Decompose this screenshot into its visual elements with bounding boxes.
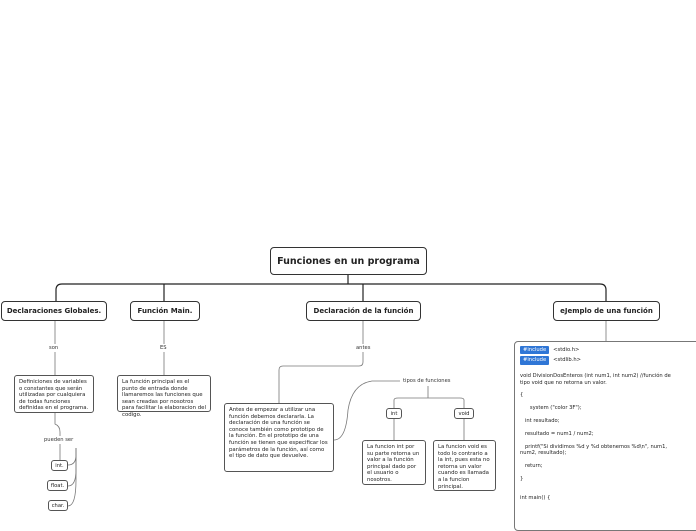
code-line: void DivisionDosEnteros (int num1, int n… bbox=[520, 373, 671, 380]
code-lines: void DivisionDosEnteros (int num1, int n… bbox=[520, 367, 696, 502]
node-title: eJemplo de una función bbox=[560, 307, 653, 315]
int-node[interactable]: int bbox=[386, 408, 402, 419]
main-description[interactable]: La función principal es el punto de entr… bbox=[117, 375, 211, 418]
link-label-pueden-ser: pueden ser bbox=[44, 437, 74, 443]
link-label-antes: antes bbox=[356, 345, 371, 351]
connector-lines bbox=[54, 275, 607, 507]
declaracion-description[interactable]: Antes de empezar a utilizar una función … bbox=[224, 403, 334, 472]
type-int-node[interactable]: int. bbox=[51, 460, 68, 471]
code-line: return; bbox=[520, 462, 543, 469]
code-line: resultado = num1 / num2; bbox=[520, 430, 594, 437]
node-title: Declaraciones Globales. bbox=[6, 307, 102, 315]
code-line: int main() { bbox=[520, 494, 551, 501]
code-line: int resultado; bbox=[520, 418, 560, 425]
type-char-node[interactable]: char. bbox=[48, 500, 68, 511]
code-line: { bbox=[520, 392, 524, 399]
link-label-es: ES bbox=[160, 345, 167, 351]
node-ejemplo-funcion[interactable]: eJemplo de una función bbox=[553, 301, 660, 321]
int-label: int bbox=[390, 410, 398, 417]
type-label: char. bbox=[51, 502, 65, 509]
node-title: Declaración de la función bbox=[313, 307, 414, 315]
node-title: Función Main. bbox=[137, 307, 193, 315]
root-title: Funciones en un programa bbox=[277, 255, 420, 267]
root-node[interactable]: Funciones en un programa bbox=[270, 247, 427, 275]
include-tag: #include bbox=[520, 346, 550, 355]
void-node[interactable]: void bbox=[454, 408, 474, 419]
type-float-node[interactable]: float. bbox=[47, 480, 68, 491]
void-description[interactable]: La funcion void es todo lo contrario a l… bbox=[433, 440, 496, 491]
code-line: printf("Si dividimos %d y %d obtenemos %… bbox=[520, 443, 668, 450]
node-declaraciones-globales[interactable]: Declaraciones Globales. bbox=[1, 301, 107, 321]
code-line: tipo void que no retorna un valor. bbox=[520, 379, 607, 386]
code-line: num2, resultado); bbox=[520, 450, 567, 457]
type-label: float. bbox=[50, 482, 65, 489]
node-funcion-main[interactable]: Función Main. bbox=[130, 301, 200, 321]
node-declaracion-funcion[interactable]: Declaración de la función bbox=[306, 301, 421, 321]
include-tag: #include bbox=[520, 356, 550, 365]
link-label-tipos-de-funciones: tipos de funciones bbox=[403, 378, 451, 384]
link-label-son: son bbox=[49, 345, 59, 351]
code-example[interactable]: #include <stdio.h> #include <stdlib.h> v… bbox=[514, 341, 696, 531]
type-label: int. bbox=[55, 462, 64, 469]
include-line: #include <stdio.h> bbox=[520, 346, 696, 355]
void-label: void bbox=[458, 410, 470, 417]
code-line: system ("color 3F"); bbox=[520, 405, 582, 412]
include-file: <stdio.h> bbox=[553, 347, 580, 353]
globales-description[interactable]: Definiciones de variables o constantes q… bbox=[14, 375, 94, 413]
int-description[interactable]: La funcion int por su parte retorna un v… bbox=[362, 440, 426, 485]
include-file: <stdlib.h> bbox=[553, 357, 581, 364]
include-line: #include <stdlib.h> bbox=[520, 356, 696, 365]
code-line: } bbox=[520, 475, 524, 482]
